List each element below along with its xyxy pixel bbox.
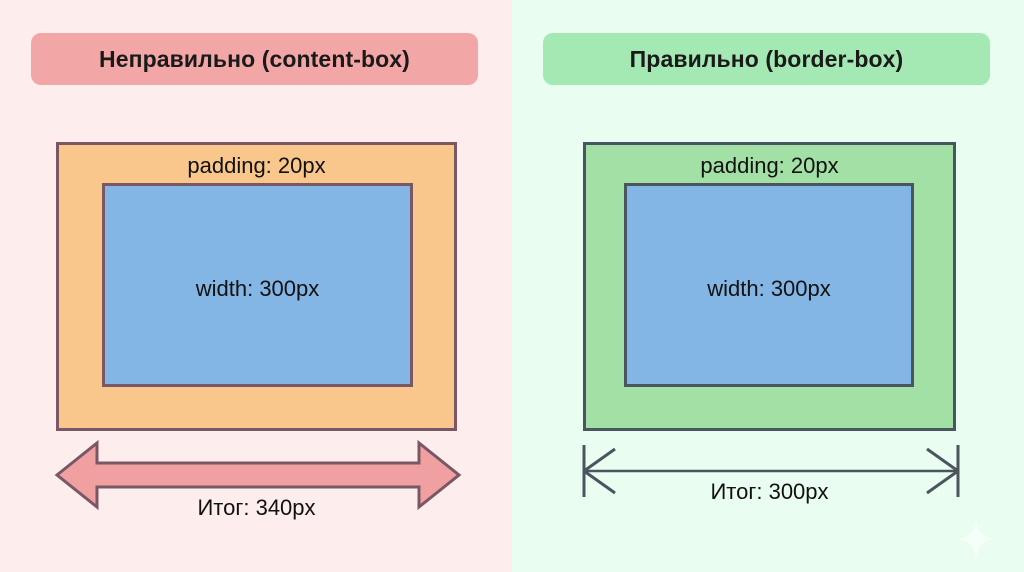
badge-border-box: Правильно (border-box)	[543, 33, 990, 85]
sparkle-icon	[957, 520, 995, 558]
width-label-border-box: width: 300px	[707, 276, 831, 301]
result-label-border-box: Итог: 300px	[710, 479, 829, 504]
content-box-content-box	[102, 183, 413, 387]
padding-label-border-box: padding: 20px	[700, 153, 839, 178]
padding-label-content-box: padding: 20px	[187, 153, 326, 178]
content-box-border-box	[624, 183, 914, 387]
result-label-content-box: Итог: 340px	[197, 495, 316, 520]
badge-content-box: Неправильно (content-box)	[31, 33, 478, 85]
width-label-content-box: width: 300px	[195, 276, 320, 301]
